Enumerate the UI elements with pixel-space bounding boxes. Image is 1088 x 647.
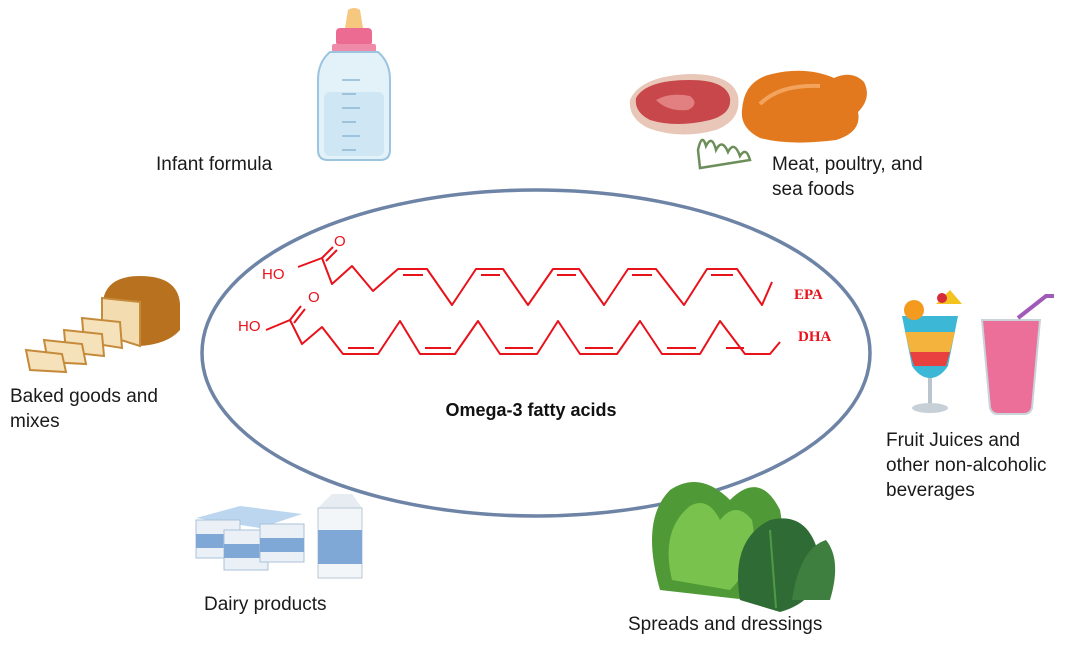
- dha-oxygen-label: O: [308, 289, 320, 306]
- dairy-icon: [195, 494, 363, 579]
- epa-hydroxyl-label: HO: [262, 266, 285, 283]
- epa-structure: [297, 246, 773, 306]
- meat-poultry-icon: [629, 70, 867, 170]
- leafy-greens-icon: [652, 482, 836, 612]
- epa-label: EPA: [794, 287, 823, 303]
- center-ellipse: [200, 188, 872, 518]
- label-dairy-products: Dairy products: [204, 594, 327, 615]
- label-spreads-dressings: Spreads and dressings: [628, 614, 823, 635]
- diagram-title: Omega-3 fatty acids: [445, 400, 616, 420]
- dha-hydroxyl-label: HO: [238, 318, 261, 335]
- bread-loaf-icon: [24, 276, 180, 374]
- label-infant-formula: Infant formula: [156, 154, 273, 175]
- dha-label: DHA: [798, 329, 832, 345]
- epa-oxygen-label: O: [334, 233, 346, 250]
- dha-structure: [265, 305, 781, 355]
- baby-bottle-icon: [317, 8, 391, 161]
- juice-glasses-icon: [902, 290, 1054, 415]
